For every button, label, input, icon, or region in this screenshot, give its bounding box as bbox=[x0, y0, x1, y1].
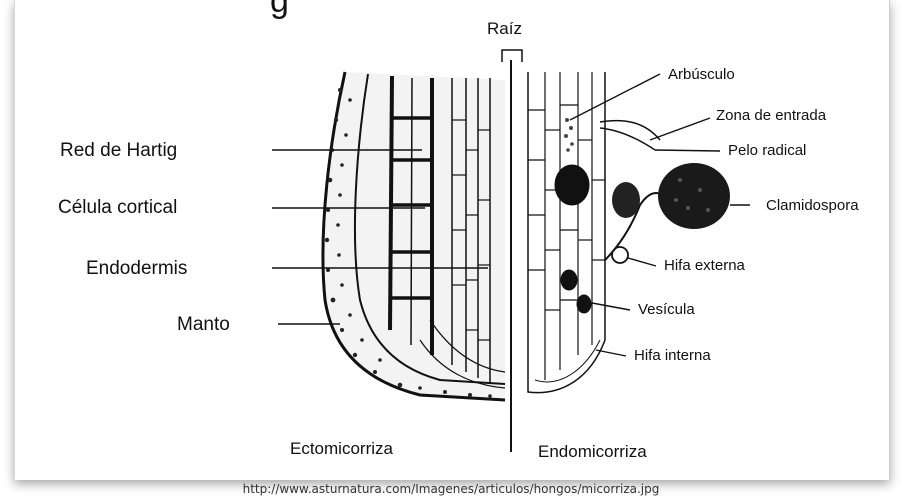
label-vesicula: Vesícula bbox=[638, 302, 695, 317]
small-spore bbox=[612, 182, 640, 218]
label-ectomicorriza: Ectomicorriza bbox=[290, 440, 393, 457]
label-pelo-radical: Pelo radical bbox=[728, 143, 806, 158]
root-label: Raíz bbox=[487, 20, 522, 37]
label-zona-entrada: Zona de entrada bbox=[716, 108, 826, 123]
source-url: http://www.asturnatura.com/Imagenes/arti… bbox=[0, 482, 902, 496]
label-endodermis: Endodermis bbox=[86, 259, 187, 278]
label-arbusculo: Arbúsculo bbox=[668, 67, 735, 82]
endomycorrhiza-root bbox=[528, 72, 730, 393]
chlamydospore bbox=[658, 163, 730, 229]
label-endomicorriza: Endomicorriza bbox=[538, 443, 647, 460]
label-hifa-interna: Hifa interna bbox=[634, 348, 711, 363]
large-vesicle bbox=[555, 165, 589, 205]
hypha-loop bbox=[612, 247, 628, 263]
root-hair bbox=[600, 128, 655, 150]
label-hifa-externa: Hifa externa bbox=[664, 258, 745, 273]
label-celula-cortical: Célula cortical bbox=[58, 198, 177, 217]
ectomycorrhiza-root bbox=[323, 72, 505, 400]
label-clamidospora: Clamidospora bbox=[766, 198, 859, 213]
label-red-hartig: Red de Hartig bbox=[60, 141, 177, 160]
label-manto: Manto bbox=[177, 315, 230, 334]
